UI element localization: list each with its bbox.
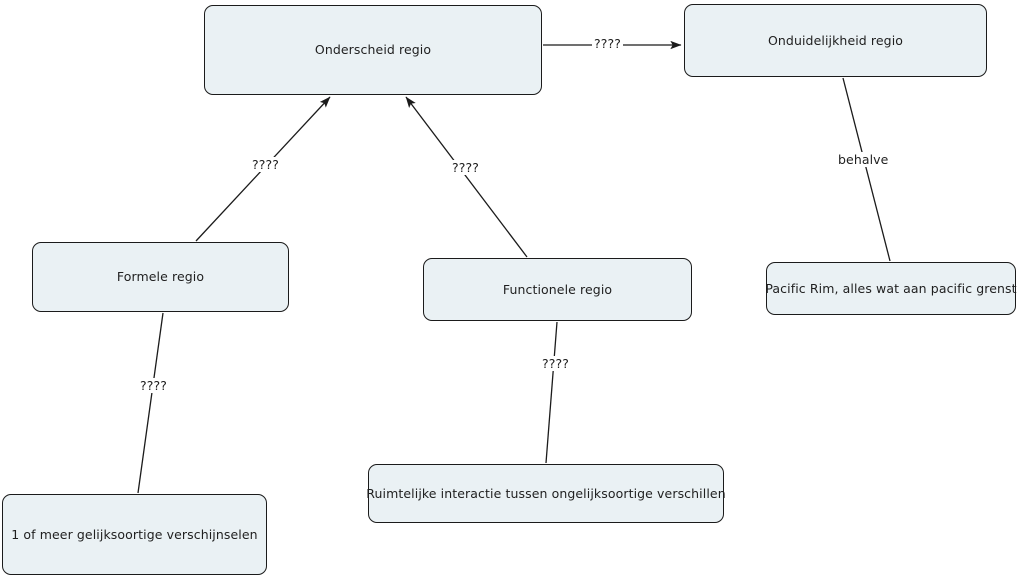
edge-formele-to-verschijnselen [137,312,164,494]
node-label-pacific-rim: Pacific Rim, alles wat aan pacific grens… [765,280,1017,296]
node-onderscheid-regio[interactable]: Onderscheid regio [204,5,542,95]
edge-onduidelijkheid-to-pacific-rim [842,77,891,262]
node-label-functionele-regio: Functionele regio [502,281,613,297]
edge-label-formele-to-verschijnselen: ???? [138,378,169,393]
node-label-gelijksoortige-verschijnselen: 1 of meer gelijksoortige verschijnselen [11,526,258,542]
node-gelijksoortige-verschijnselen[interactable]: 1 of meer gelijksoortige verschijnselen [2,494,267,575]
edge-label-onduidelijkheid-to-pacific-rim: behalve [836,152,891,167]
edge-functionele-to-onderscheid [405,96,528,258]
edge-functionele-to-ruimtelijke [545,321,558,464]
node-pacific-rim[interactable]: Pacific Rim, alles wat aan pacific grens… [765,262,1017,315]
node-onduidelijkheid-regio[interactable]: Onduidelijkheid regio [684,4,987,77]
node-label-ruimtelijke-interactie: Ruimtelijke interactie tussen ongelijkso… [366,485,726,501]
node-label-onduidelijkheid-regio: Onduidelijkheid regio [767,32,904,48]
node-label-onderscheid-regio: Onderscheid regio [314,42,432,58]
node-label-formele-regio: Formele regio [116,269,205,285]
node-ruimtelijke-interactie[interactable]: Ruimtelijke interactie tussen ongelijkso… [366,464,726,523]
node-formele-regio[interactable]: Formele regio [32,242,289,312]
edge-label-functionele-to-onderscheid: ???? [450,160,481,175]
edge-label-formele-to-onderscheid: ???? [250,157,281,172]
edge-label-onderscheid-to-onduidelijkheid: ???? [592,36,623,51]
edge-label-functionele-to-ruimtelijke: ???? [540,356,571,371]
node-functionele-regio[interactable]: Functionele regio [423,258,692,321]
